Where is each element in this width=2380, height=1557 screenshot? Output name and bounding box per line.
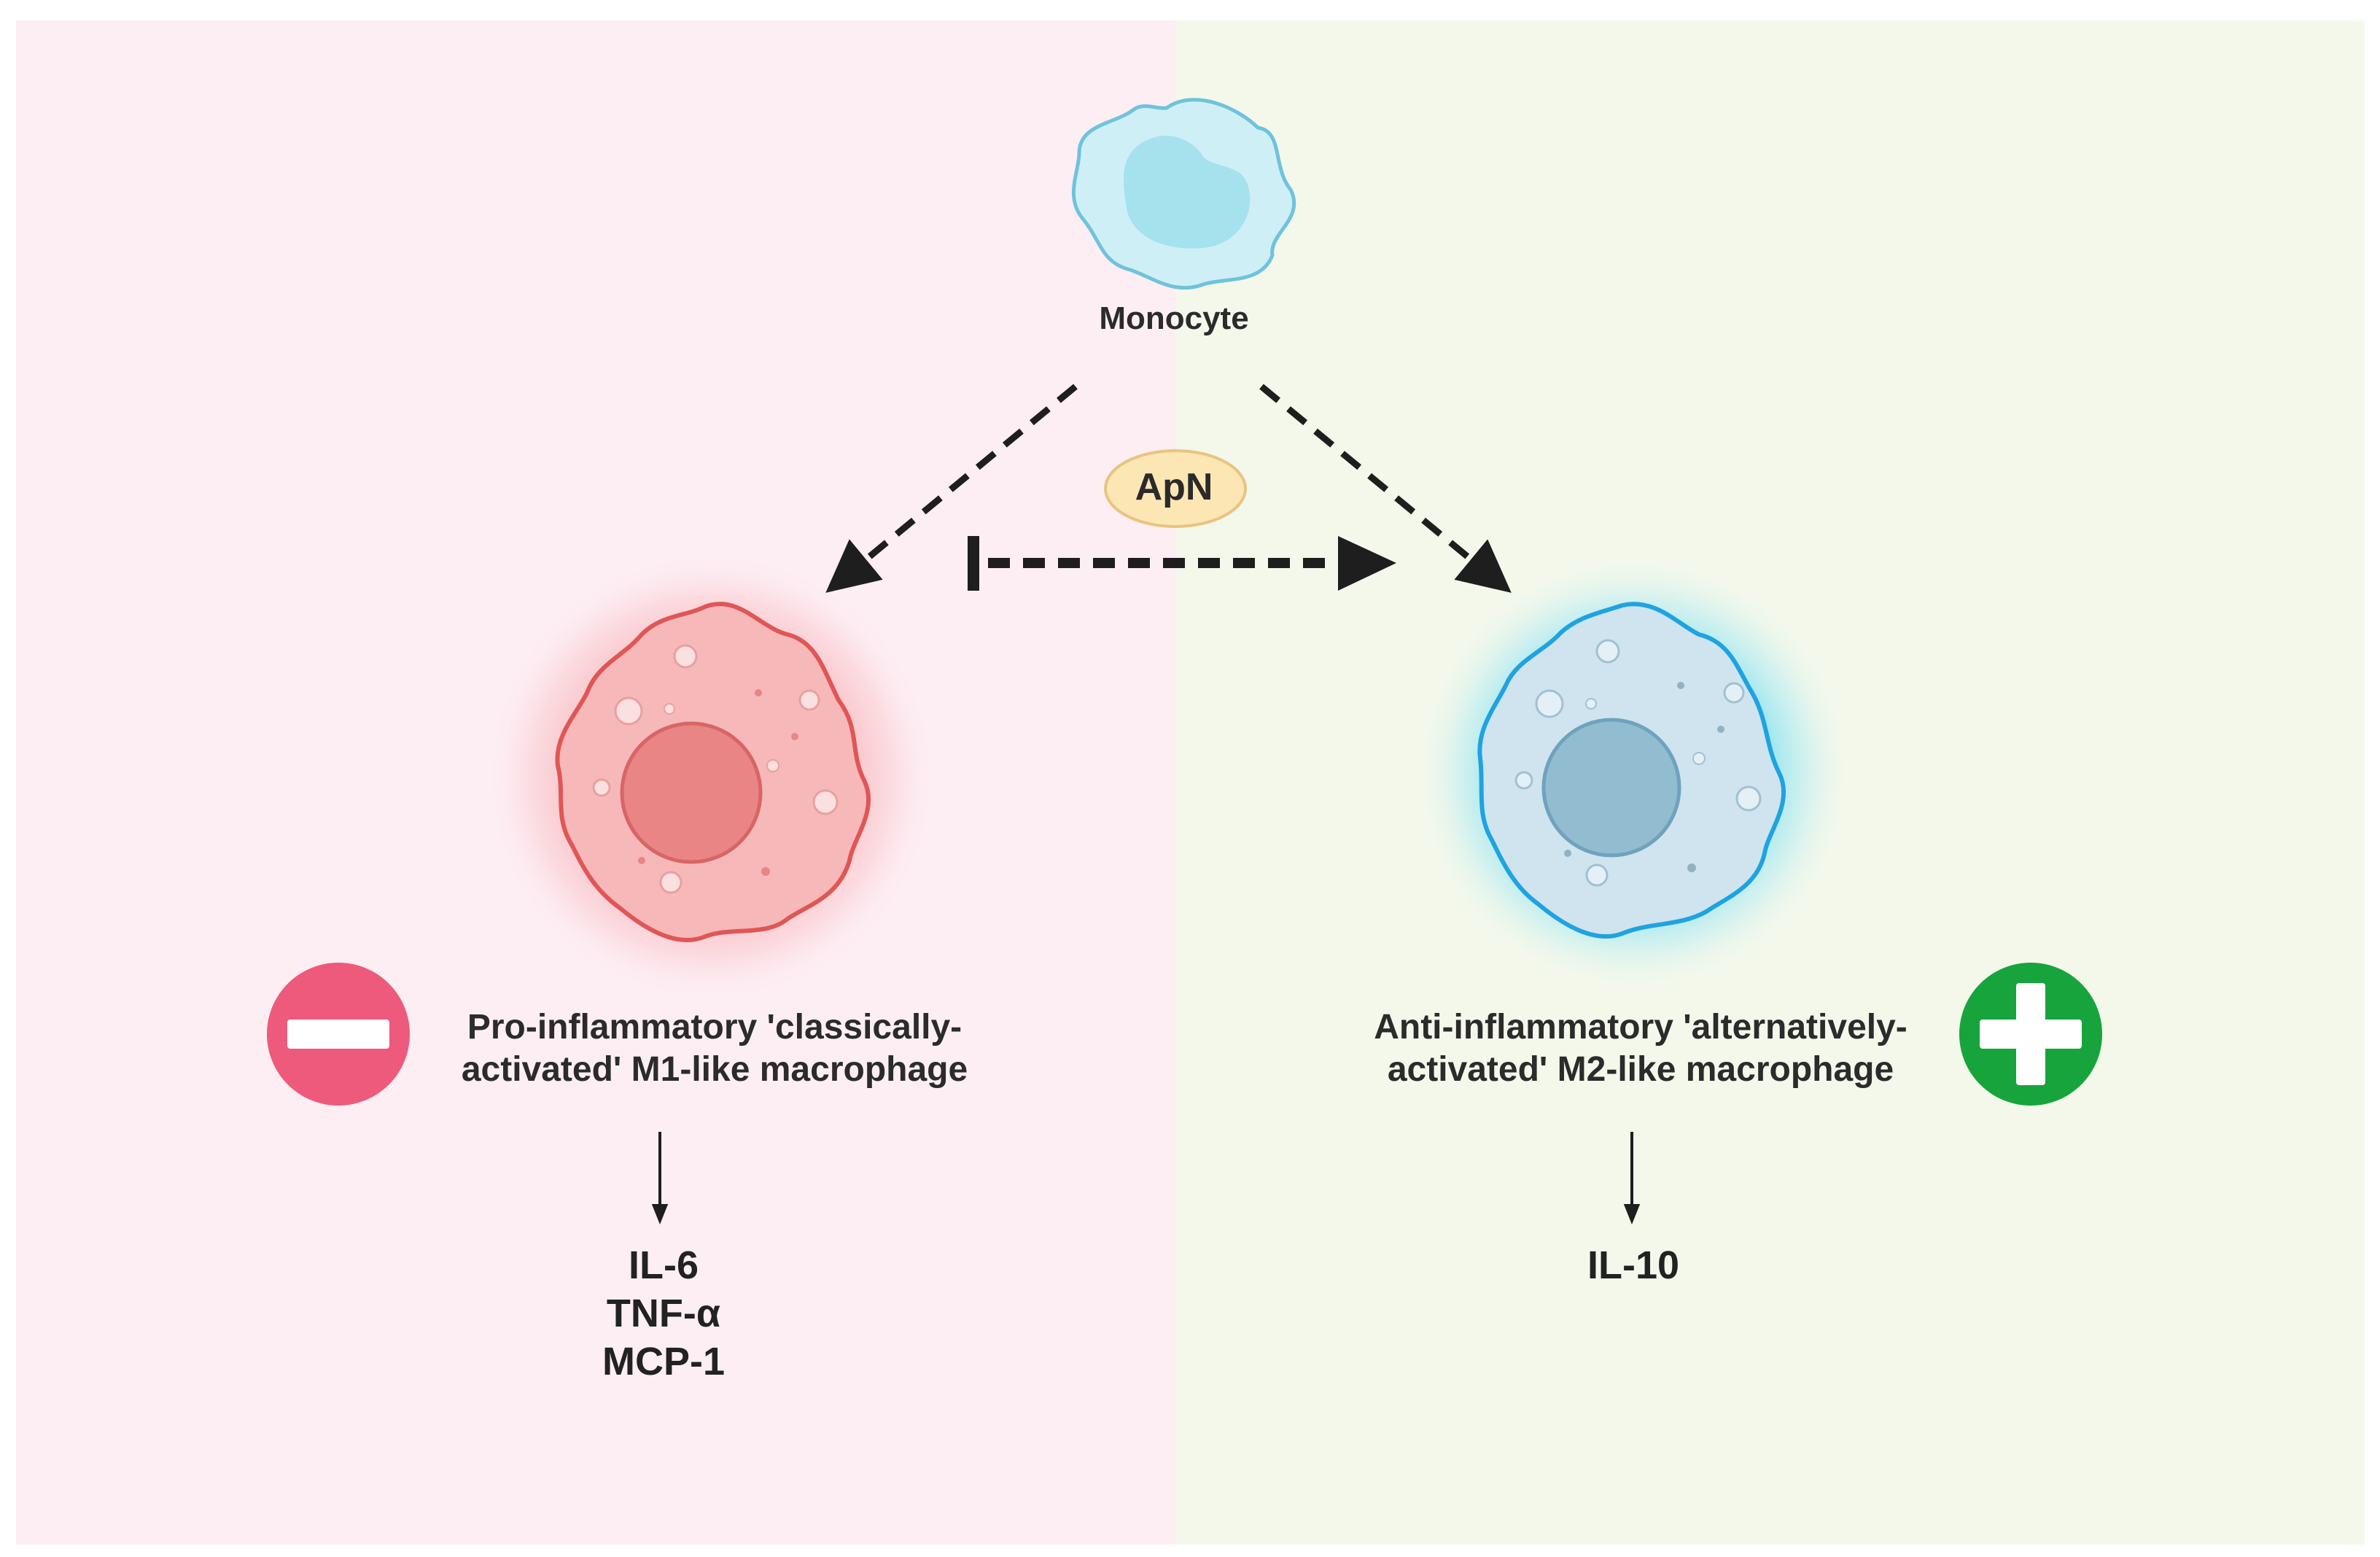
cytokine-il6: IL-6 bbox=[628, 1243, 699, 1287]
inhibition-bar bbox=[968, 536, 979, 591]
m1-cytokine-list: IL-6 TNF-α MCP-1 bbox=[510, 1241, 817, 1386]
plus-circle-icon bbox=[1959, 963, 2102, 1106]
m2-macrophage-cell bbox=[1415, 554, 1852, 992]
m1-macrophage-label: Pro-inflammatory 'classically- activated… bbox=[379, 1006, 1050, 1091]
m2-label-line2: activated' M2-like macrophage bbox=[1387, 1050, 1894, 1089]
shift-arrow-head bbox=[1338, 536, 1396, 591]
m2-macrophage-label: Anti-inflammatory 'alternatively- activa… bbox=[1298, 1006, 1983, 1091]
arrow-to-m2 bbox=[1259, 384, 1512, 593]
m1-label-line2: activated' M1-like macrophage bbox=[461, 1050, 968, 1089]
apn-label: ApN bbox=[1135, 466, 1213, 508]
m2-cytokine-list: IL-10 bbox=[1488, 1241, 1779, 1289]
monocyte-cell bbox=[1071, 98, 1296, 290]
monocyte-label: Monocyte bbox=[1099, 300, 1249, 336]
m1-macrophage-cell bbox=[485, 551, 937, 1003]
arrow-to-m1 bbox=[825, 384, 1078, 593]
cytokine-il10: IL-10 bbox=[1587, 1243, 1680, 1287]
apn-pill bbox=[1104, 449, 1247, 528]
cytokine-tnf-alpha: TNF-α bbox=[606, 1292, 721, 1335]
cytokine-mcp1: MCP-1 bbox=[602, 1340, 725, 1383]
m1-label-line1: Pro-inflammatory 'classically- bbox=[467, 1008, 962, 1047]
minus-circle-icon bbox=[267, 963, 410, 1106]
m2-label-line1: Anti-inflammatory 'alternatively- bbox=[1374, 1008, 1908, 1047]
